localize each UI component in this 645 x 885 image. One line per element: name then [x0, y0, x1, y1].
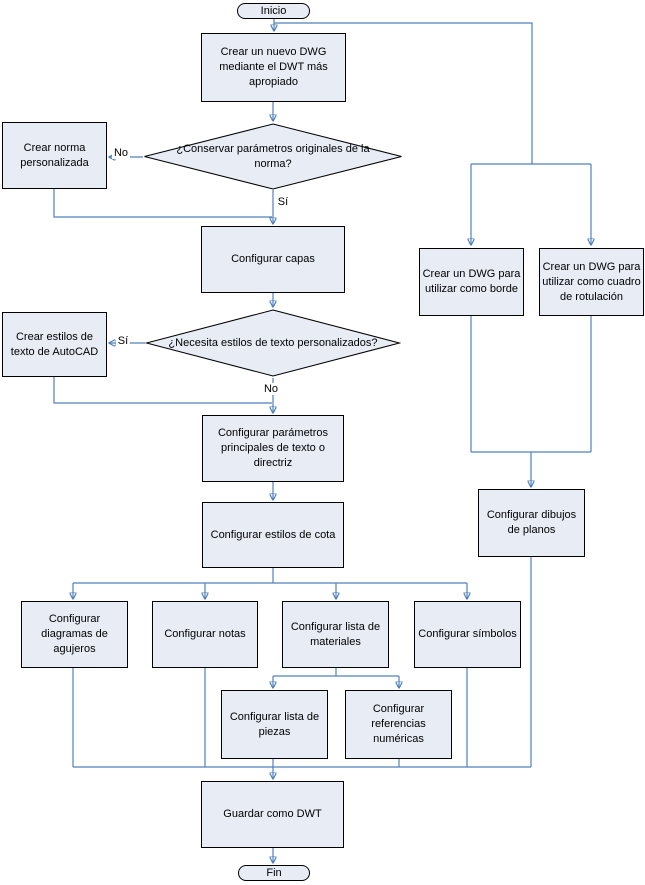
- process-configurar-dibujos-label: Configurar dibujos de planos: [486, 509, 577, 536]
- process-crear-dwg-borde: Crear un DWG para utilizar como borde: [419, 248, 524, 316]
- process-crear-estilos-label: Crear estilos de texto de AutoCAD: [10, 330, 99, 358]
- process-configurar-referencias: Configurar referencias numéricas: [345, 690, 452, 759]
- edge-label-si-norma: Sí: [277, 196, 289, 208]
- process-configurar-capas: Configurar capas: [201, 226, 345, 293]
- process-guardar-dwt-label: Guardar como DWT: [223, 808, 322, 820]
- process-guardar-dwt: Guardar como DWT: [201, 781, 344, 848]
- process-configurar-lista-materiales-label: Configurar lista de materiales: [290, 620, 381, 648]
- process-configurar-notas-label: Configurar notas: [164, 628, 246, 640]
- end-label: Fin: [266, 866, 282, 879]
- process-configurar-diagramas-label: Configurar diagramas de agujeros: [41, 613, 108, 655]
- process-configurar-referencias-label: Configurar referencias numéricas: [371, 703, 426, 745]
- edge-label-si-estilos: Sí: [115, 335, 131, 347]
- process-crear-dwg-rotulacion-label: Crear un DWG para utilizar como cuadro d…: [542, 260, 641, 303]
- edge-label-no-norma: No: [111, 147, 131, 159]
- process-crear-norma-label: Crear norma personalizada: [20, 141, 89, 169]
- diamond-shape: [145, 309, 401, 377]
- process-configurar-lista-materiales: Configurar lista de materiales: [282, 601, 389, 668]
- decision-necesita-estilos: ¿Necesita estilos de texto personalizado…: [145, 309, 401, 377]
- decision-necesita-estilos-label: ¿Necesita estilos de texto personalizado…: [168, 336, 378, 349]
- process-configurar-parametros-label: Configurar parámetros principales de tex…: [217, 427, 329, 469]
- process-configurar-cota: Configurar estilos de cota: [202, 502, 344, 568]
- process-configurar-dibujos: Configurar dibujos de planos: [478, 489, 585, 557]
- process-configurar-cota-label: Configurar estilos de cota: [210, 528, 336, 541]
- decision-conservar-parametros-label: ¿Conservar parámetros originales de la n…: [176, 142, 370, 170]
- edge-crear-norma-join: [53, 189, 272, 218]
- process-configurar-notas: Configurar notas: [152, 601, 258, 668]
- process-configurar-diagramas: Configurar diagramas de agujeros: [21, 601, 128, 668]
- start-label: Inicio: [260, 4, 287, 17]
- start-terminator: Inicio: [237, 3, 310, 19]
- process-configurar-lista-piezas: Configurar lista de piezas: [221, 690, 328, 759]
- edge-label-no-estilos: No: [261, 383, 281, 395]
- process-crear-dwg-borde-label: Crear un DWG para utilizar como borde: [422, 268, 521, 295]
- process-configurar-lista-piezas-label: Configurar lista de piezas: [229, 710, 320, 738]
- end-terminator: Fin: [238, 865, 310, 881]
- edge-crear-estilos-join: [53, 377, 272, 404]
- process-crear-norma: Crear norma personalizada: [2, 122, 107, 189]
- process-configurar-parametros: Configurar parámetros principales de tex…: [202, 415, 344, 482]
- decision-conservar-parametros: ¿Conservar parámetros originales de la n…: [143, 123, 403, 190]
- process-create-dwg: Crear un nuevo DWG mediante el DWT más a…: [201, 33, 346, 102]
- process-crear-dwg-rotulacion: Crear un DWG para utilizar como cuadro d…: [539, 248, 644, 316]
- process-create-dwg-label: Crear un nuevo DWG mediante el DWT más a…: [219, 46, 328, 88]
- process-crear-estilos: Crear estilos de texto de AutoCAD: [2, 312, 107, 377]
- process-configurar-simbolos-label: Configurar símbolos: [418, 628, 517, 640]
- process-configurar-capas-label: Configurar capas: [231, 253, 315, 265]
- process-configurar-simbolos: Configurar símbolos: [414, 601, 521, 668]
